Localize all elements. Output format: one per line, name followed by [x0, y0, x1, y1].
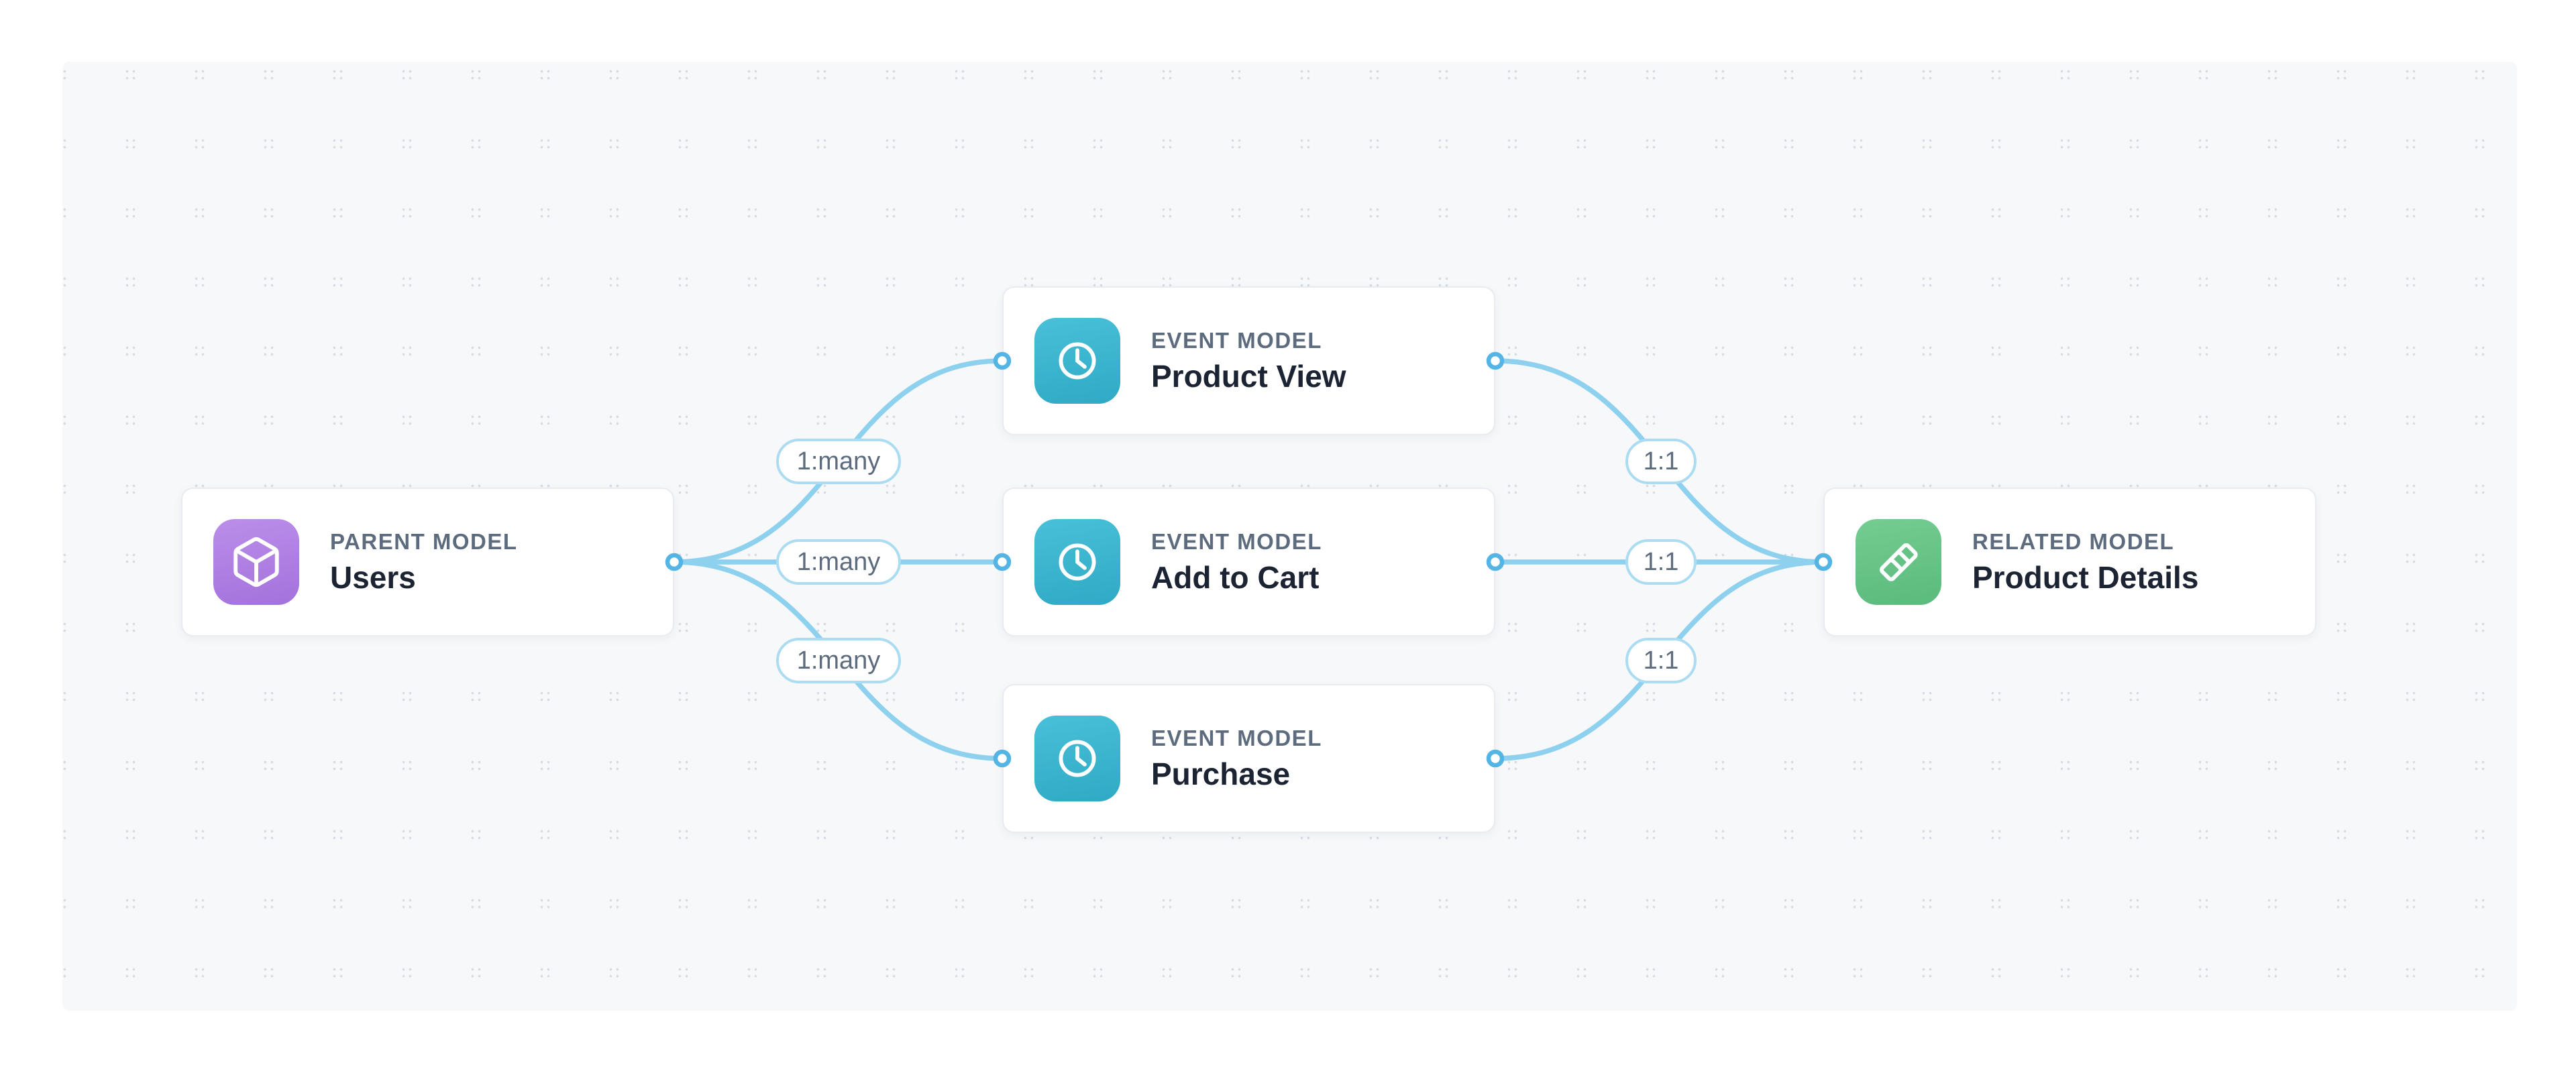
- node-type-label: EVENT MODEL: [1151, 528, 1322, 554]
- node-type-label: PARENT MODEL: [330, 528, 518, 554]
- node-type-label: EVENT MODEL: [1151, 725, 1322, 750]
- node-event-model-purchase[interactable]: EVENT MODEL Purchase: [1002, 684, 1495, 833]
- cube-icon: [213, 519, 299, 605]
- node-title: Users: [330, 559, 416, 595]
- node-title: Product View: [1151, 358, 1346, 394]
- edge-label-1-many: 1:many: [776, 539, 901, 585]
- node-title: Add to Cart: [1151, 559, 1320, 595]
- node-title: Product Details: [1972, 559, 2199, 595]
- clock-icon: [1034, 716, 1120, 801]
- edge-label-1-1: 1:1: [1625, 439, 1697, 484]
- node-related-model-product-details[interactable]: RELATED MODEL Product Details: [1823, 488, 2316, 636]
- layers-icon: [1856, 519, 1941, 605]
- edge-label-1-1: 1:1: [1625, 638, 1697, 683]
- node-title: Purchase: [1151, 756, 1291, 791]
- node-type-label: EVENT MODEL: [1151, 327, 1322, 353]
- clock-icon: [1034, 318, 1120, 404]
- edge-label-1-many: 1:many: [776, 439, 901, 484]
- clock-icon: [1034, 519, 1120, 605]
- edge-label-1-many: 1:many: [776, 638, 901, 683]
- node-event-model-product-view[interactable]: EVENT MODEL Product View: [1002, 286, 1495, 435]
- edge-label-1-1: 1:1: [1625, 539, 1697, 585]
- node-type-label: RELATED MODEL: [1972, 528, 2175, 554]
- flow-canvas[interactable]: PARENT MODEL Users EVENT MODEL Product V…: [62, 62, 2517, 1011]
- node-parent-model-users[interactable]: PARENT MODEL Users: [181, 488, 674, 636]
- node-event-model-add-to-cart[interactable]: EVENT MODEL Add to Cart: [1002, 488, 1495, 636]
